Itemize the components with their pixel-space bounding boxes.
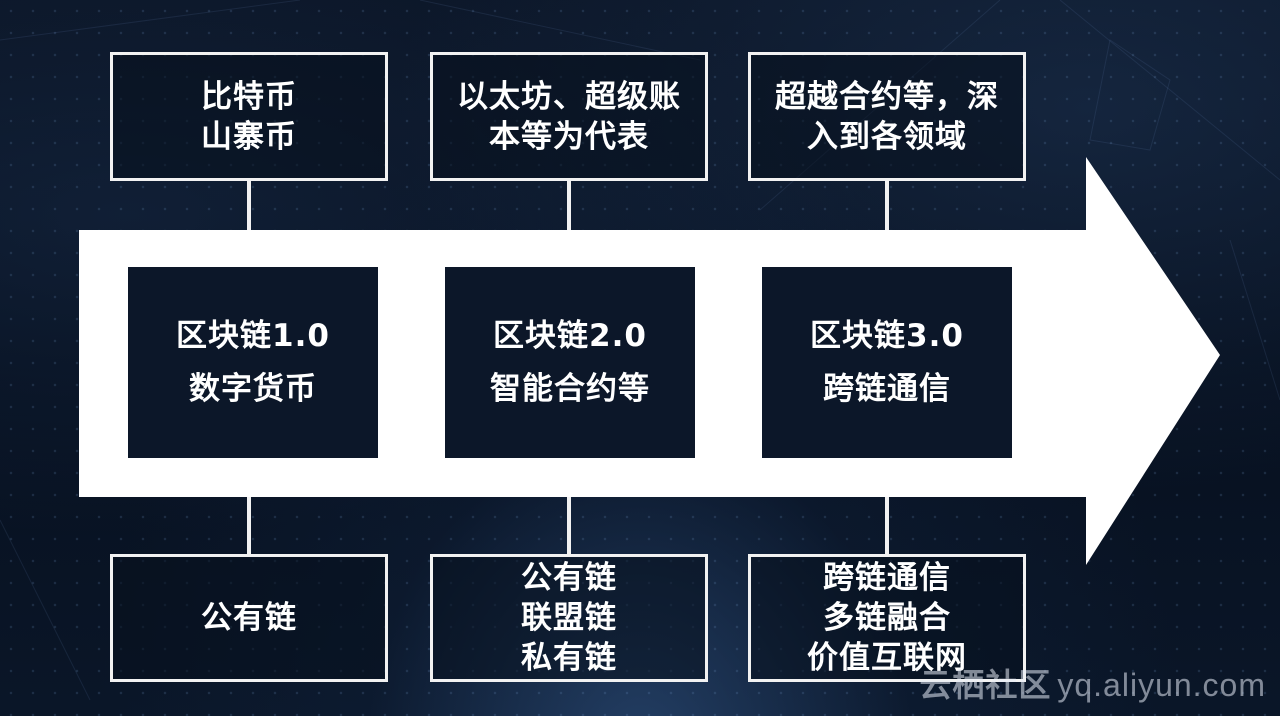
top-box-3-line-1: 超越合约等，深 [775, 78, 999, 115]
stage-box-2: 区块链2.0 智能合约等 [445, 267, 695, 458]
bottom-box-2-line-3: 私有链 [521, 640, 617, 676]
top-box-2-line-1: 以太坊、超级账 [457, 78, 681, 115]
bottom-box-3: 跨链通信 多链融合 价值互联网 [748, 554, 1026, 682]
stage-box-3: 区块链3.0 跨链通信 [762, 267, 1012, 458]
top-box-1-line-1: 比特币 [201, 78, 297, 115]
top-box-1-line-2: 山寨币 [201, 118, 297, 155]
bottom-box-1-line-1: 公有链 [201, 600, 297, 636]
stage-2-title: 区块链2.0 [493, 317, 647, 354]
top-box-1: 比特币 山寨币 [110, 52, 388, 181]
connector-bottom-3 [885, 497, 889, 554]
stage-3-subtitle: 跨链通信 [823, 370, 951, 407]
bottom-box-3-line-3: 价值互联网 [807, 640, 967, 676]
bottom-box-3-line-2: 多链融合 [823, 600, 951, 636]
connector-bottom-2 [567, 497, 571, 554]
connector-top-2 [567, 181, 571, 230]
connector-bottom-1 [247, 497, 251, 554]
top-box-3-line-2: 入到各领域 [807, 118, 967, 155]
top-box-2: 以太坊、超级账 本等为代表 [430, 52, 708, 181]
stage-box-1: 区块链1.0 数字货币 [128, 267, 378, 458]
stage-2-subtitle: 智能合约等 [490, 370, 650, 407]
bottom-box-2-line-1: 公有链 [521, 560, 617, 596]
top-box-3: 超越合约等，深 入到各领域 [748, 52, 1026, 181]
stage-1-title: 区块链1.0 [176, 317, 330, 354]
connector-top-3 [885, 181, 889, 230]
stage-1-subtitle: 数字货币 [189, 370, 317, 407]
bottom-box-2-line-2: 联盟链 [521, 600, 617, 636]
stage-3-title: 区块链3.0 [810, 317, 964, 354]
top-box-2-line-2: 本等为代表 [489, 118, 649, 155]
watermark-brand: 云栖社区 [919, 667, 1052, 703]
watermark-url: yq.aliyun.com [1057, 667, 1266, 703]
bottom-box-3-line-1: 跨链通信 [823, 560, 951, 596]
connector-top-1 [247, 181, 251, 230]
bottom-box-2: 公有链 联盟链 私有链 [430, 554, 708, 682]
bottom-box-1: 公有链 [110, 554, 388, 682]
